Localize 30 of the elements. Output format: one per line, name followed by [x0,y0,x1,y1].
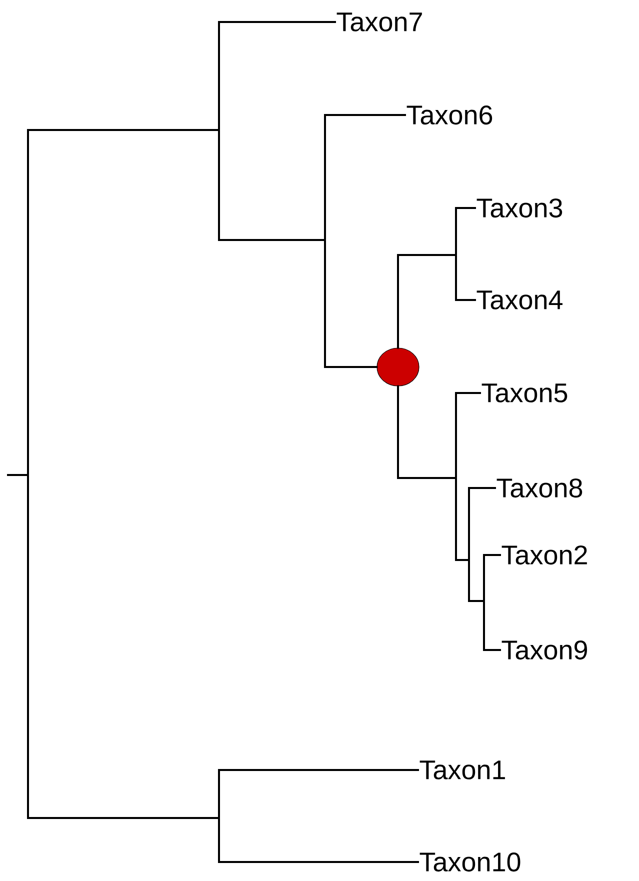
taxon-label: Taxon2 [502,545,587,565]
taxon-label: Taxon10 [420,852,520,872]
taxon-label: Taxon1 [420,760,505,780]
tree-branch [218,769,419,818]
tree-branch [468,487,496,560]
tree-branch [324,114,406,240]
taxon-label: Taxon3 [476,198,562,218]
taxon-label: Taxon6 [406,105,492,125]
taxon-label: Taxon9 [502,640,587,660]
tree-branch [218,21,336,130]
tree-branch [483,601,501,651]
taxon-label: Taxon5 [482,384,568,402]
tree-branch [218,130,325,241]
tree-branch [455,478,469,561]
tree-branch [7,474,28,476]
taxon-label: Taxon7 [336,12,422,32]
tree-branch [468,560,484,602]
tree-branch [218,818,419,863]
tree-branch [455,392,481,478]
tree-branch [27,475,219,819]
tree-branch [455,255,476,301]
taxon-label: Taxon8 [496,478,582,498]
tree-branch [397,254,456,349]
taxon-label: Taxon4 [476,290,562,310]
node-marker [376,348,420,386]
tree-branch [324,240,378,368]
tree-branch [483,554,501,601]
tree-branch [397,385,456,479]
tree-branch [27,129,219,475]
tree-branch [455,207,476,255]
